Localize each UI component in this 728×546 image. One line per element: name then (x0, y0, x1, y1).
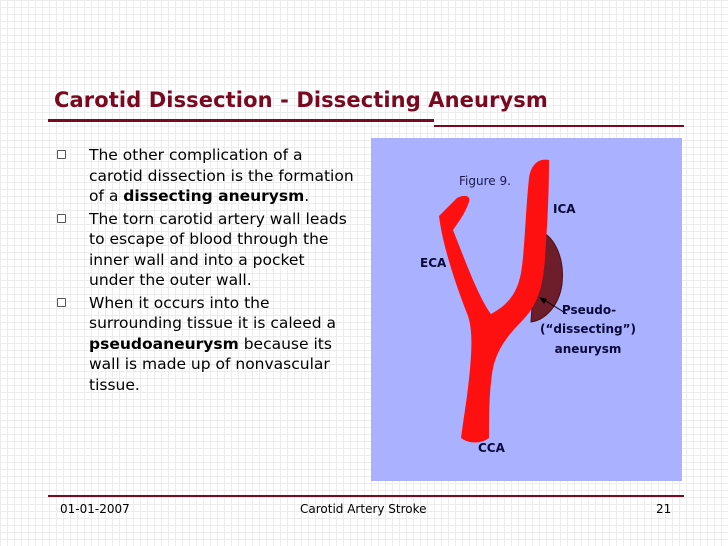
ica-label: ICA (553, 202, 576, 216)
carotid-artery (439, 159, 549, 443)
title-underline (48, 119, 434, 122)
pseudo-label-line3: aneurysm (555, 342, 622, 356)
bullet-text: . (304, 187, 310, 205)
page-number: 21 (656, 502, 672, 516)
bullet-marker (57, 297, 66, 307)
slide-title: Carotid Dissection - Dissecting Aneurysm (54, 88, 548, 112)
bullet-item: When it occurs into the surrounding tiss… (54, 293, 354, 396)
title-rule-right (434, 125, 684, 127)
pointer-arrowhead (539, 297, 547, 304)
pseudo-label-line1: Pseudo- (562, 303, 616, 317)
footer-title: Carotid Artery Stroke (300, 502, 427, 516)
carotid-diagram: Figure 9. ICA ECA CCA Pseudo- (“dissecti… (420, 159, 636, 455)
bullet-text: When it occurs into the surrounding tiss… (89, 293, 337, 333)
footer-date: 01-01-2007 (60, 502, 130, 516)
bullet-text: The torn carotid artery wall leads to es… (89, 209, 347, 290)
figure-caption: Figure 9. (459, 174, 511, 188)
eca-label: ECA (420, 256, 447, 270)
bullet-list: The other complication of a carotid diss… (54, 145, 354, 397)
bullet-marker (57, 150, 66, 159)
footer-rule (48, 495, 684, 497)
bullet-marker (57, 213, 66, 223)
carotid-figure: Figure 9. ICA ECA CCA Pseudo- (“dissecti… (371, 138, 682, 481)
cca-label: CCA (478, 441, 506, 455)
bullet-text: The other complication of a carotid diss… (89, 146, 354, 205)
bullet-text: because its wall is made up of nonvascul… (89, 334, 332, 394)
pseudo-label-line2: (“dissecting”) (540, 322, 636, 336)
bullet-emphasis: dissecting aneurysm (123, 187, 305, 205)
bullet-emphasis: pseudoaneurysm (89, 334, 239, 353)
bullet-item: The other complication of a carotid diss… (54, 145, 354, 207)
bullet-item: The torn carotid artery wall leads to es… (54, 209, 354, 291)
